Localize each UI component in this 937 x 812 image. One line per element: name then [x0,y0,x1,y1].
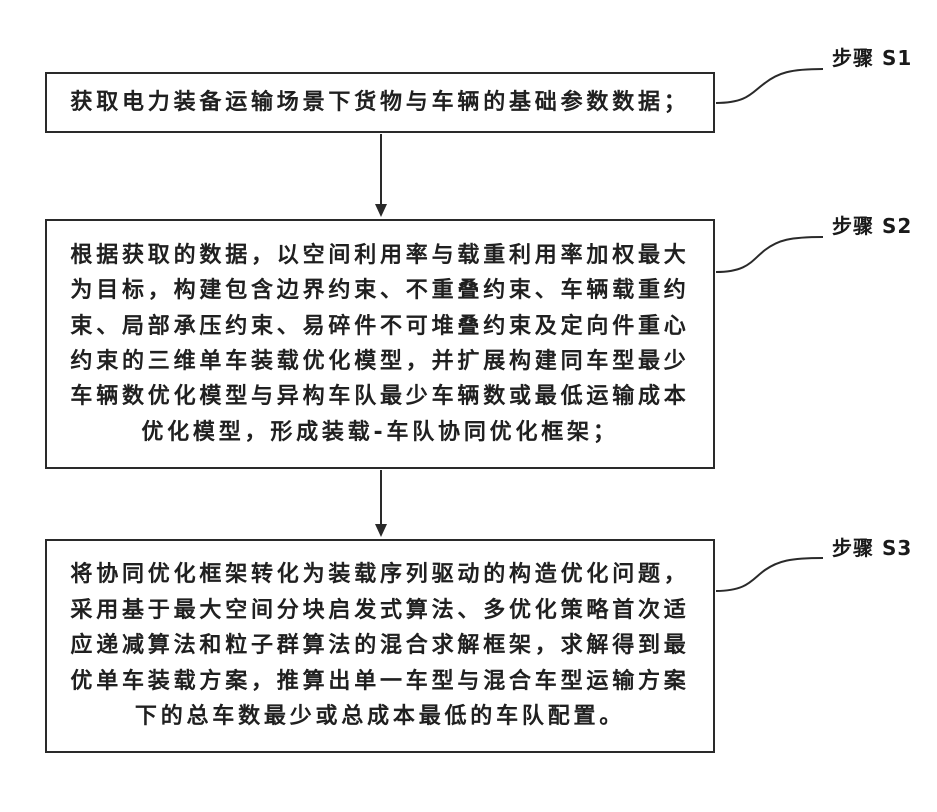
step-s3-label: 步骤 S3 [832,532,912,561]
step-s1-text: 获取电力装备运输场景下货物与车辆的基础参数数据； [70,85,689,120]
leader-line-s1 [716,69,823,103]
step-s2-text: 根据获取的数据，以空间利用率与载重利用率加权最大 为目标，构建包含边界约束、不重… [70,238,689,450]
step-s3-text: 将协同优化框架转化为装载序列驱动的构造优化问题， 采用基于最大空间分块启发式算法… [70,557,689,734]
arrow-s1-to-s2 [375,134,387,217]
leader-line-s2 [716,237,823,272]
arrow-s2-to-s3 [375,470,387,537]
step-s1-box: 获取电力装备运输场景下货物与车辆的基础参数数据； [45,72,715,133]
step-s2-label: 步骤 S2 [832,210,912,239]
step-s3-box: 将协同优化框架转化为装载序列驱动的构造优化问题， 采用基于最大空间分块启发式算法… [45,539,715,753]
step-s2-box: 根据获取的数据，以空间利用率与载重利用率加权最大 为目标，构建包含边界约束、不重… [45,219,715,469]
step-s1-label: 步骤 S1 [832,42,912,71]
leader-line-s3 [716,558,823,591]
